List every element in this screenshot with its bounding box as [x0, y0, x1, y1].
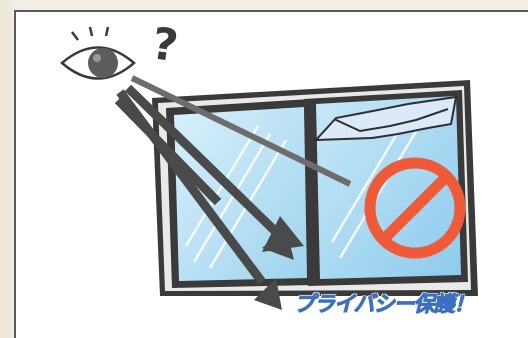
prohibit-icon — [364, 157, 466, 259]
left-margin — [0, 0, 12, 338]
question-mark-icon: ? — [149, 18, 181, 72]
top-margin — [12, 0, 528, 10]
sight-arrowheads — [254, 216, 304, 310]
sight-lines — [114, 75, 352, 285]
privacy-caption: プライバシー保護！ — [294, 292, 476, 317]
window-frame — [152, 80, 478, 296]
eye-icon — [60, 26, 136, 80]
